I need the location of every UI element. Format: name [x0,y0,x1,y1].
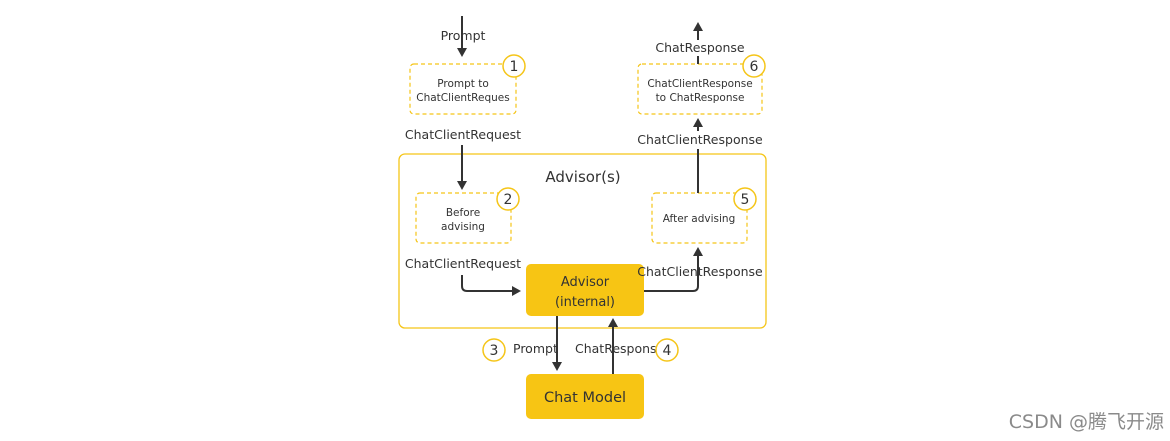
step1-line1: Prompt to [437,78,489,90]
step2-badge: 2 [496,187,520,211]
arrow-before-to-advisor [461,275,521,296]
advisors-frame [398,153,767,329]
step4-number: 4 [663,343,672,359]
chat-client-response-label-bottom: ChatClientResponse [637,264,763,279]
step2-line2: advising [441,221,485,233]
csdn-watermark: CSDN @腾飞开源 [1009,411,1164,433]
step5-number: 5 [741,192,750,208]
step5-label: After advising [663,213,736,225]
advisors-title: Advisor(s) [545,168,620,186]
step1-badge: 1 [502,54,526,78]
step1-box: Prompt to ChatClientReques [409,63,517,115]
step4-badge: 4 [655,338,679,362]
step6-line1: ChatClientResponse [647,78,752,90]
chat-client-response-label-top: ChatClientResponse [637,132,763,147]
arrow-advisor-to-after [644,247,703,292]
step1-number: 1 [510,59,519,75]
chat-model-label: Chat Model [544,390,626,406]
advisor-internal-line2: (internal) [555,295,615,310]
step6-number: 6 [750,59,759,75]
step6-box: ChatClientResponse to ChatResponse [637,63,763,115]
step5-badge: 5 [733,187,757,211]
chat-client-request-label-top: ChatClientRequest [405,127,521,142]
step3-prompt-label: Prompt [513,341,558,356]
step3-badge: 3 [482,338,506,362]
step5-box: After advising [651,192,748,244]
step1-line2: ChatClientReques [416,92,509,104]
prompt-label-top: Prompt [441,28,486,43]
step2-box: Before advising [415,192,512,244]
step4-chatresponse-label: ChatResponse [575,341,665,356]
step6-line2: to ChatResponse [656,92,745,104]
step6-badge: 6 [742,54,766,78]
advisor-internal-node: Advisor (internal) [526,264,644,316]
chat-response-label-top: ChatResponse [655,40,745,55]
chat-model-node: Chat Model [526,374,644,419]
step2-number: 2 [504,192,513,208]
step3-number: 3 [490,343,499,359]
advisor-internal-line1: Advisor [561,275,610,290]
step2-line1: Before [446,207,480,219]
chat-client-request-label-bottom: ChatClientRequest [405,256,521,271]
